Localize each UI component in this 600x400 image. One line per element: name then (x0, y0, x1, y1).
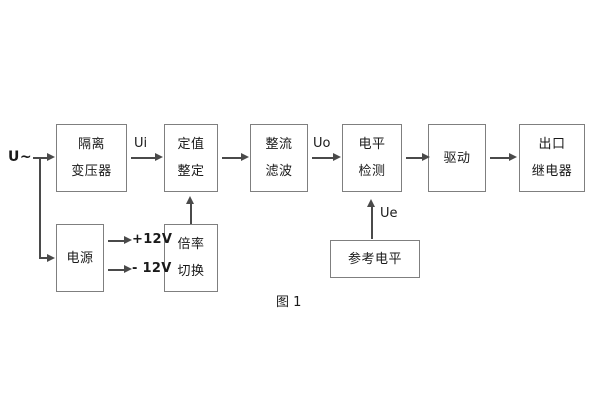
block-line: 电源 (66, 250, 94, 266)
rail-negative-line (108, 269, 125, 271)
block-multiplier-switch[interactable]: 倍率 切换 (164, 224, 218, 292)
signal-label-ue: Ue (380, 206, 398, 221)
branch-to-isolation-line (39, 157, 48, 159)
arrow-setting-to-rectify-icon (241, 153, 249, 162)
rail-label-positive: +12V (132, 232, 173, 247)
rail-positive-line (108, 240, 125, 242)
arrow-rectify-to-level-icon (333, 153, 341, 162)
source-stub-line (33, 157, 41, 159)
signal-label-uo: Uo (313, 136, 331, 151)
block-output-relay[interactable]: 出口 继电器 (519, 124, 585, 192)
signal-label-ui: Ui (134, 136, 148, 151)
arrow-reference-to-level-line (371, 206, 373, 239)
block-setting-value[interactable]: 定值 整定 (164, 124, 218, 192)
block-driver[interactable]: 驱动 (428, 124, 486, 192)
branch-to-isolation-arrow-icon (47, 153, 55, 162)
block-line: 整定 (177, 164, 205, 179)
source-trunk-line (39, 157, 41, 259)
arrow-reference-to-level-icon (367, 199, 376, 207)
rail-positive-arrow-icon (124, 236, 132, 245)
arrow-level-to-driver-line (406, 157, 423, 159)
block-line: 电平 (358, 137, 386, 152)
branch-to-power-arrow-icon (47, 253, 55, 262)
block-power-supply[interactable]: 电源 (56, 224, 104, 292)
arrow-driver-to-relay-line (490, 157, 510, 159)
block-line: 定值 (177, 137, 205, 152)
arrow-setting-to-rectify-line (222, 157, 242, 159)
arrow-level-to-driver-icon (422, 153, 430, 162)
block-line: 倍率 (177, 237, 205, 252)
block-line: 继电器 (531, 164, 573, 179)
block-line: 检测 (358, 164, 386, 179)
rail-negative-arrow-icon (124, 265, 132, 274)
block-line: 参考电平 (347, 251, 402, 267)
block-level-detect[interactable]: 电平 检测 (342, 124, 402, 192)
block-line: 出口 (538, 137, 566, 152)
block-rectify-filter[interactable]: 整流 滤波 (250, 124, 308, 192)
block-line: 变压器 (71, 164, 112, 179)
arrow-multiplier-to-setting-line (190, 203, 192, 224)
block-isolation-transformer[interactable]: 隔离 变压器 (56, 124, 127, 192)
arrow-rectify-to-level-line (312, 157, 334, 159)
arrow-multiplier-to-setting-icon (186, 196, 195, 204)
block-reference-level[interactable]: 参考电平 (330, 240, 420, 278)
arrow-isolation-to-setting-line (131, 157, 156, 159)
block-line: 滤波 (265, 164, 293, 179)
source-label-u: U~ (8, 149, 33, 165)
rail-label-negative: - 12V (132, 261, 172, 276)
block-line: 隔离 (77, 137, 105, 152)
block-line: 切换 (177, 264, 205, 279)
arrow-driver-to-relay-icon (509, 153, 517, 162)
block-line: 驱动 (443, 150, 471, 166)
branch-to-power-line (39, 257, 48, 259)
block-line: 整流 (265, 137, 293, 152)
arrow-isolation-to-setting-icon (155, 153, 163, 162)
figure-caption: 图 1 (276, 295, 302, 310)
